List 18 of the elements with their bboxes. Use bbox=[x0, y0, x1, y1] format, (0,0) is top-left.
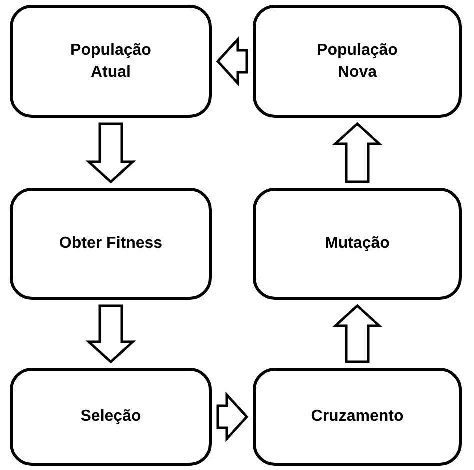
box-label: Obter Fitness bbox=[58, 234, 164, 254]
box-label: Seleção bbox=[80, 407, 142, 427]
process-box bbox=[253, 368, 462, 466]
process-box bbox=[253, 5, 462, 118]
process-box bbox=[10, 5, 212, 118]
box-label: População Atual bbox=[70, 40, 152, 82]
process-box bbox=[10, 188, 212, 300]
block-arrow bbox=[332, 304, 383, 364]
process-box bbox=[10, 368, 212, 466]
box-label: Cruzamento bbox=[310, 407, 405, 427]
box-label: População Nova bbox=[316, 40, 399, 82]
block-arrow bbox=[332, 122, 383, 184]
block-arrow bbox=[86, 122, 136, 184]
block-arrow bbox=[86, 304, 136, 364]
process-box bbox=[253, 188, 462, 300]
box-label: Mutação bbox=[324, 234, 391, 254]
block-arrow bbox=[216, 392, 249, 442]
block-arrow bbox=[216, 36, 248, 87]
